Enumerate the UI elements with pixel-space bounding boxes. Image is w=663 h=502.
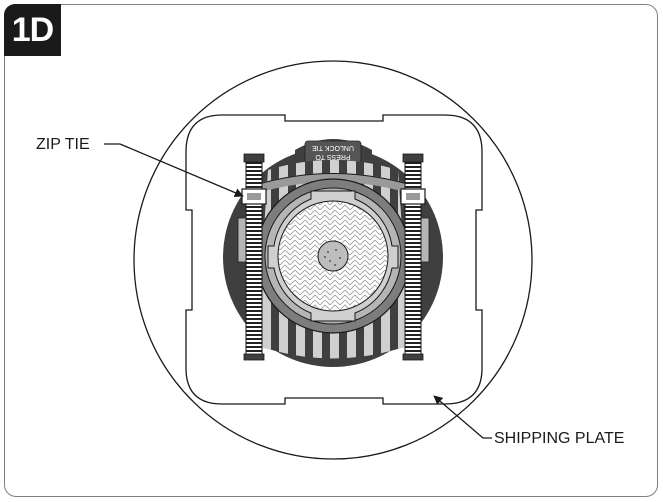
left-zip-tie — [241, 153, 267, 361]
stamp-line-1: PRESS TO — [315, 153, 351, 160]
shipping-plate-label: SHIPPING PLATE — [494, 430, 625, 447]
step-badge: 1D — [4, 4, 61, 56]
right-zip-tie — [400, 153, 426, 361]
center-hub — [317, 240, 349, 272]
panel-frame — [4, 4, 658, 497]
shipping-plate-leader — [433, 395, 492, 439]
zip-tie-leader — [104, 143, 244, 198]
stamp-line-2: UNLOCK TIE — [312, 144, 354, 151]
zip-tie-band — [250, 173, 416, 195]
outer-circle — [133, 60, 533, 460]
zip-tie-label: ZIP TIE — [36, 136, 90, 153]
